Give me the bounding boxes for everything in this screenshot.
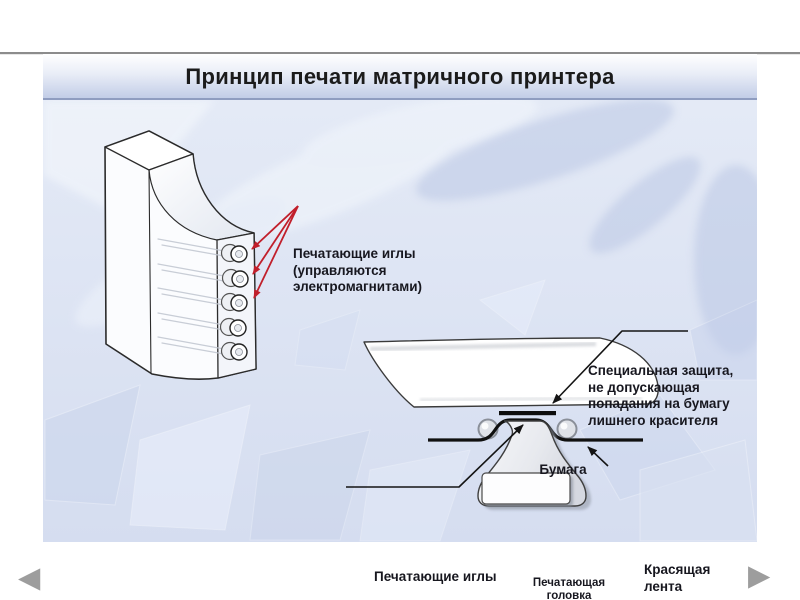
printhead-block-drawing: [104, 130, 257, 380]
paper-sheet: [363, 337, 659, 413]
slide-body: Печатающие иглы (управляются электромагн…: [43, 100, 757, 600]
protection-bar: [499, 411, 556, 416]
slide-title: Принцип печати матричного принтера: [185, 64, 615, 89]
head-label-box: [481, 472, 571, 505]
paper-label: Бумага: [539, 462, 587, 477]
print-pins: [219, 243, 249, 361]
shield-label: Специальная защита, не допускающая попад…: [588, 363, 734, 428]
print-head: [477, 420, 591, 510]
red-pointer-arrows: [251, 205, 299, 299]
slide-title-bar: Принцип печати матричного принтера: [43, 54, 757, 100]
pins-label: Печатающие иглы (управляются электромагн…: [293, 246, 423, 294]
diagram-artwork: [43, 100, 757, 542]
slide: Принцип печати матричного принтера: [43, 54, 757, 600]
prev-slide-button[interactable]: ◀: [18, 562, 41, 594]
head-label: Печатающая головка: [532, 577, 606, 600]
ribbon-label: Красящая лента: [644, 562, 711, 594]
leader-lines: [346, 330, 688, 488]
pin-motion-lines: [157, 238, 225, 355]
needles-label: Печатающие иглы: [374, 569, 497, 584]
next-slide-button[interactable]: ▶: [748, 560, 771, 592]
